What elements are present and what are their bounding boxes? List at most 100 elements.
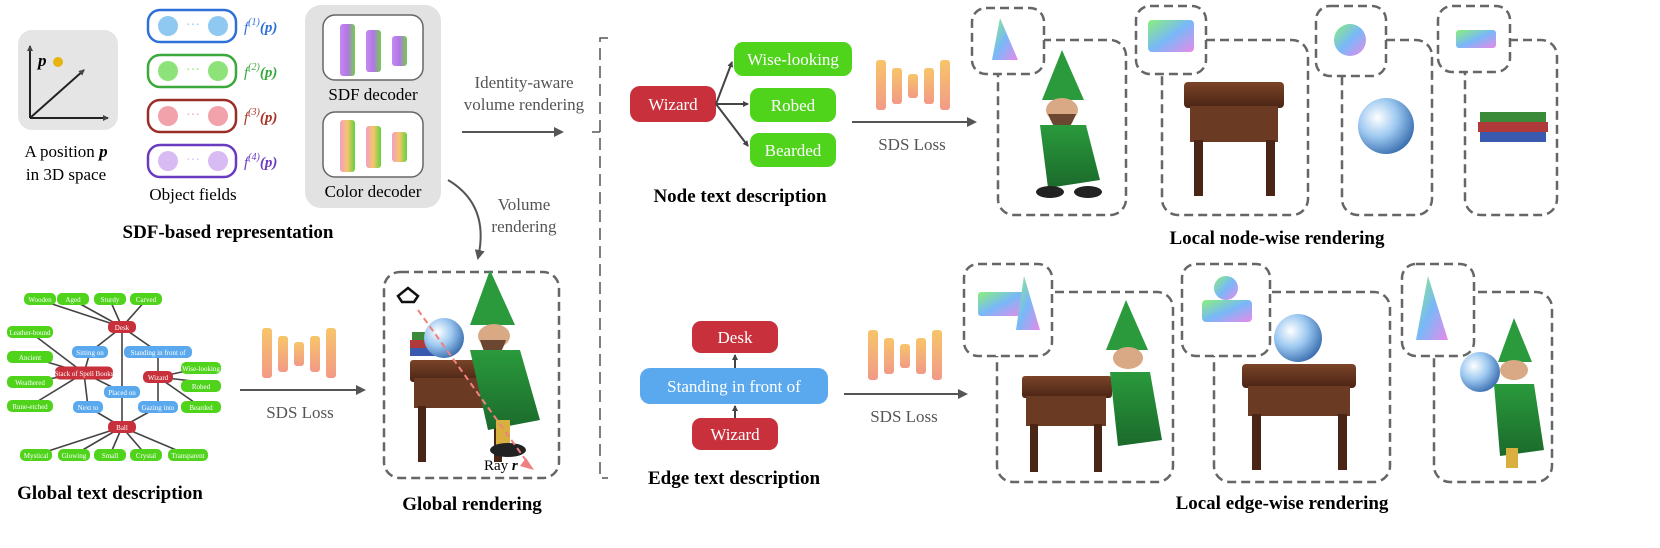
global-standing-label: Standing in front of: [130, 349, 186, 357]
desk-icon: [1022, 376, 1112, 398]
node-sds-icon: [876, 60, 950, 110]
global-top-leaf-label: Wooden: [28, 296, 52, 304]
field-dot-icon: [208, 151, 228, 171]
desk-icon: [1184, 82, 1284, 108]
field-dot-icon: [158, 151, 178, 171]
crystal-ball-icon: [1358, 98, 1414, 154]
edge-render-3: [1400, 262, 1554, 484]
camera-icon: [396, 286, 420, 304]
decoders-panel: SDF decoder Color decoder: [305, 5, 441, 208]
sdf-section-title: SDF-based representation: [123, 222, 334, 243]
wizard-ball-normal-icon: [1416, 276, 1448, 340]
global-sitting-on: Sitting on: [72, 346, 108, 358]
edge-graph: Desk Standing in front of Wizard: [640, 321, 828, 450]
edge-sds-label: SDS Loss: [870, 407, 938, 426]
global-bottom-leaf-label: Small: [102, 452, 118, 460]
crystal-ball-icon: [424, 318, 464, 358]
wizard-desk-scene: [410, 270, 540, 462]
field-dot-icon: [158, 61, 178, 81]
field-dot-icon: [158, 106, 178, 126]
node-render-4: [1436, 4, 1559, 217]
volume-label-2: rendering: [491, 217, 557, 236]
edge-top-node: [692, 321, 778, 353]
node-render-3: [1314, 4, 1434, 217]
object-field-1: ···f(1)(p): [146, 8, 277, 44]
global-bottom-leaf-label: Transparent: [171, 452, 204, 460]
local-node-title: Local node-wise rendering: [1170, 228, 1385, 249]
object-field-4: ···f(4)(p): [146, 143, 277, 179]
field-dot-icon: [208, 61, 228, 81]
global-gazing-label: Gazing into: [142, 404, 175, 412]
sdf-decoder-label: SDF decoder: [328, 85, 418, 104]
global-wizard-node: Wizard: [143, 371, 173, 383]
crystal-ball-icon: [1460, 352, 1500, 392]
desk-icon: [1242, 364, 1356, 388]
node-root-label: Wizard: [648, 95, 698, 114]
edge-bottom-label: Wizard: [710, 425, 760, 444]
field-label: f(1)(p): [244, 17, 277, 36]
global-standing: Standing in front of: [124, 346, 192, 358]
node-child-label: Robed: [771, 96, 816, 115]
global-desk-node-label: Desk: [115, 324, 130, 332]
global-top-leaf: Wooden: [24, 293, 56, 305]
global-left-leaf: Weathered: [7, 376, 53, 388]
global-top-leaf: Sturdy: [94, 293, 126, 305]
global-gazing: Gazing into: [138, 401, 178, 413]
sdf-decoder-bar-icon: [366, 30, 381, 72]
global-left-leaf: Ancient: [7, 351, 53, 363]
edge-bottom-node: [692, 418, 778, 450]
identity-label-1: Identity-aware: [474, 73, 573, 92]
color-decoder-bar-icon: [366, 126, 381, 168]
field-ellipsis: ···: [186, 108, 200, 123]
sdf-decoder-bar-icon: [392, 36, 407, 66]
color-decoder-bar-icon: [340, 120, 355, 172]
ball-normal-icon: [1334, 24, 1366, 56]
edge-title: Edge text description: [648, 468, 820, 489]
global-wizard-leaf-label: Bearded: [189, 404, 213, 412]
global-bottom-leaf: Glowing: [58, 449, 90, 461]
field-ellipsis: ···: [186, 63, 200, 78]
global-placed-on: Placed on: [104, 386, 140, 398]
global-top-leaf: Carved: [130, 293, 162, 305]
desk-normal-icon: [1148, 20, 1194, 52]
color-decoder-label: Color decoder: [325, 182, 422, 201]
global-bottom-leaf: Crystal: [130, 449, 162, 461]
global-rendering-title: Global rendering: [402, 494, 542, 515]
node-title: Node text description: [653, 186, 827, 207]
global-sds-icon: [262, 328, 336, 378]
edge-render-1: [962, 262, 1175, 484]
object-field-3: ···f(3)(p): [146, 98, 277, 134]
global-wizard-leaf: Robed: [181, 380, 221, 392]
graph-edge: [29, 331, 85, 374]
global-left-leaf-label: Weathered: [15, 379, 45, 387]
object-fields: ···f(1)(p)···f(2)(p)···f(3)(p)···f(4)(p): [146, 8, 277, 179]
wizard-hat-icon: [1042, 50, 1084, 100]
position-panel: p: [18, 30, 118, 130]
field-dot-icon: [208, 106, 228, 126]
sdf-decoder-bar-icon: [340, 24, 355, 76]
ray-line: [417, 309, 531, 467]
global-wizard-leaf: Wise-looking: [181, 362, 221, 374]
node-child-1: [734, 42, 852, 76]
global-wizard-leaf: Bearded: [181, 401, 221, 413]
global-stack-node-label: Stack of Spell Books: [55, 370, 114, 378]
node-render-1: [970, 6, 1128, 217]
global-top-leaf-label: Sturdy: [101, 296, 120, 304]
global-left-leaf-label: Leather-bound: [9, 329, 51, 337]
node-child-3: [750, 133, 836, 167]
local-edge-title: Local edge-wise rendering: [1176, 493, 1389, 514]
node-root: [630, 86, 716, 122]
identity-label-2: volume rendering: [464, 95, 585, 114]
volume-arrow: [447, 179, 485, 260]
global-wizard-leaf-label: Robed: [192, 383, 211, 391]
global-rendering-panel: Ray r: [382, 270, 561, 480]
bracket-divider: [599, 37, 608, 479]
edge-relation-node: [640, 368, 828, 404]
global-wizard-node-label: Wizard: [148, 374, 169, 382]
position-p-label: p: [36, 51, 47, 70]
field-label: f(2)(p): [244, 62, 277, 81]
node-child-label: Bearded: [765, 141, 822, 160]
global-left-leaf-label: Ancient: [19, 354, 41, 362]
graph-edge: [39, 299, 123, 328]
